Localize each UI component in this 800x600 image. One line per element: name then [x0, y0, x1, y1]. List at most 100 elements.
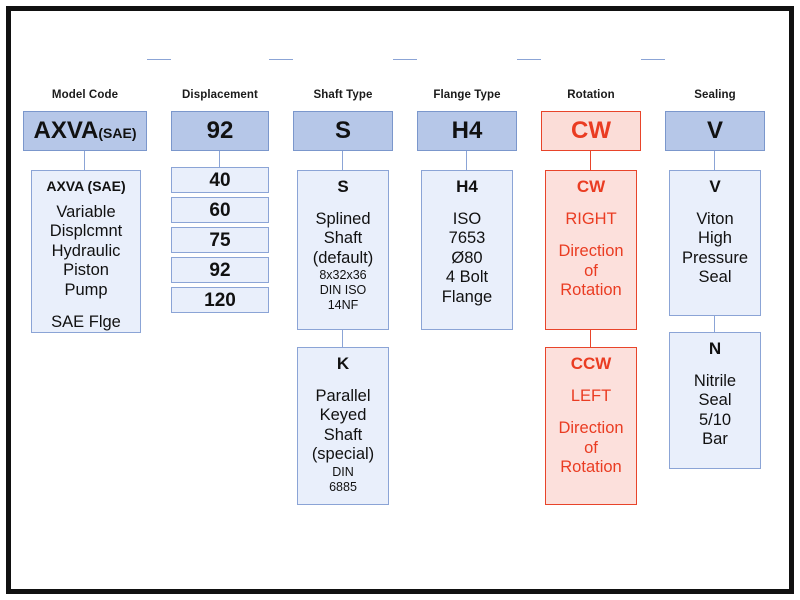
connector-displacement-down [219, 151, 221, 167]
column-title-displacement: Displacement [182, 89, 258, 101]
option-desc-sealing-v-line-4: Seal [698, 268, 732, 287]
selected-model-code: AXVA [33, 117, 99, 144]
option-desc-rotation-cw-line-3: Rotation [560, 281, 622, 300]
option-desc-shaft-s-line-2: Shaft [323, 229, 363, 248]
header-box-displacement[interactable]: 92 [171, 111, 269, 151]
selected-model-code-suffix: (SAE) [98, 125, 137, 141]
connector-modelcode-displacement [147, 59, 171, 61]
option-desc-rotation-ccw-line-2: of [584, 438, 598, 457]
option-box-displacement-92[interactable]: 92 [171, 257, 269, 283]
option-code-displacement-40: 40 [209, 169, 231, 191]
option-desc-axva-line-2: Displcmnt [49, 222, 123, 241]
option-box-displacement-60[interactable]: 60 [171, 197, 269, 223]
column-title-model-code: Model Code [51, 89, 119, 101]
selected-sealing: V [706, 117, 723, 144]
selected-flange-type: H4 [451, 117, 483, 144]
header-box-rotation[interactable]: CW [541, 111, 641, 151]
option-desc-sealing-v-line-2: High [698, 229, 732, 248]
option-code-rotation-cw: CW [576, 177, 606, 196]
connector-sealing-v-to-n [714, 316, 716, 332]
option-code-shaft-s: S [337, 177, 349, 196]
option-code-flange-h4: H4 [456, 177, 478, 196]
option-desc-axva-line-1: Variable [56, 203, 116, 221]
header-box-sealing[interactable]: V [665, 111, 765, 151]
selected-shaft-type: S [334, 117, 351, 144]
header-box-flange-type[interactable]: H4 [417, 111, 517, 151]
option-desc-sealing-v-line-3: Pressure [681, 248, 749, 267]
option-desc-shaft-k-line-4: (special) [311, 445, 375, 464]
connector-sealing-down [714, 151, 716, 170]
option-desc-sealing-n-line-3: 5/10 [698, 410, 732, 429]
connector-shaft-down [342, 151, 344, 170]
option-spec-shaft-s-line-3: 14NF [327, 298, 359, 313]
option-box-flange-h4[interactable]: H4 ISO 7653 Ø80 4 Bolt Flange [421, 170, 513, 330]
option-desc-axva-line-3: Hydraulic [51, 241, 121, 260]
connector-rotation-sealing [641, 59, 665, 61]
option-code-shaft-k: K [336, 354, 350, 373]
option-desc-flange-h4-line-2: 7653 [448, 229, 486, 248]
option-desc-shaft-k-line-2: Keyed [319, 406, 367, 425]
option-spec-shaft-k-line-2: 6885 [329, 479, 357, 494]
option-box-shaft-s[interactable]: S Splined Shaft (default) 8x32x36 DIN IS… [297, 170, 389, 330]
option-desc-rotation-cw-side: RIGHT [565, 209, 617, 228]
option-code-axva: AXVA (SAE) [46, 178, 126, 194]
option-code-displacement-92: 92 [209, 259, 231, 281]
option-box-rotation-ccw[interactable]: CCW LEFT Direction of Rotation [545, 347, 637, 505]
column-title-shaft-type: Shaft Type [313, 89, 373, 101]
option-box-sealing-v[interactable]: V Viton High Pressure Seal [669, 170, 761, 316]
connector-flange-down [466, 151, 468, 170]
connector-displacement-shaft [269, 59, 293, 61]
option-desc-shaft-s-line-3: (default) [312, 248, 374, 267]
option-desc-sealing-n-line-2: Seal [698, 391, 732, 410]
selected-rotation: CW [571, 117, 611, 144]
option-box-displacement-75[interactable]: 75 [171, 227, 269, 253]
option-desc-flange-h4-line-1: ISO [452, 209, 482, 228]
header-box-shaft-type[interactable]: S [293, 111, 393, 151]
connector-shaft-s-to-k [342, 330, 344, 347]
option-desc-rotation-ccw-line-3: Rotation [560, 458, 622, 477]
option-box-displacement-120[interactable]: 120 [171, 287, 269, 313]
option-desc-rotation-ccw-line-1: Direction [558, 419, 624, 438]
connector-flange-rotation [517, 59, 541, 61]
option-desc-shaft-k-line-1: Parallel [315, 386, 371, 405]
option-code-sealing-n: N [708, 339, 722, 358]
diagram-canvas: Model Code AXVA(SAE) AXVA (SAE) Variable… [11, 11, 789, 589]
option-desc-flange-h4-line-5: Flange [441, 287, 493, 306]
column-title-flange-type: Flange Type [433, 89, 501, 101]
option-desc-shaft-s-line-1: Splined [315, 209, 371, 228]
option-spec-shaft-s-line-1: 8x32x36 [319, 268, 367, 283]
option-code-displacement-75: 75 [209, 229, 231, 251]
column-title-sealing: Sealing [694, 89, 736, 101]
option-desc-shaft-k-line-3: Shaft [323, 425, 363, 444]
connector-rotation-down [590, 151, 592, 170]
option-desc-axva-line-5: Pump [64, 280, 108, 299]
option-desc-sealing-n-line-4: Bar [702, 430, 728, 449]
option-desc-axva-line-4: Piston [63, 261, 109, 280]
option-code-displacement-120: 120 [204, 289, 236, 311]
option-desc-axva-footer: SAE Flge [51, 313, 121, 332]
option-box-displacement-40[interactable]: 40 [171, 167, 269, 193]
option-desc-sealing-n-line-1: Nitrile [693, 371, 737, 390]
connector-shaft-flange [393, 59, 417, 61]
option-spec-shaft-s-line-2: DIN ISO [319, 283, 367, 298]
option-desc-rotation-ccw-side: LEFT [570, 386, 612, 405]
option-code-sealing-v: V [709, 177, 721, 196]
connector-rotation-cw-to-ccw [590, 330, 592, 347]
option-box-shaft-k[interactable]: K Parallel Keyed Shaft (special) DIN 688… [297, 347, 389, 505]
option-desc-flange-h4-line-3: Ø80 [451, 248, 483, 267]
connector-model-code-down [84, 151, 86, 170]
option-box-model-code-axva[interactable]: AXVA (SAE) Variable Displcmnt Hydraulic … [31, 170, 141, 333]
option-box-sealing-n[interactable]: N Nitrile Seal 5/10 Bar [669, 332, 761, 469]
option-code-displacement-60: 60 [209, 199, 231, 221]
header-box-model-code[interactable]: AXVA(SAE) [23, 111, 147, 151]
column-title-rotation: Rotation [567, 89, 615, 101]
option-desc-flange-h4-line-4: 4 Bolt [445, 268, 489, 287]
option-desc-sealing-v-line-1: Viton [696, 209, 734, 228]
option-code-rotation-ccw: CCW [570, 354, 612, 373]
diagram-frame: Model Code AXVA(SAE) AXVA (SAE) Variable… [6, 6, 794, 594]
option-box-rotation-cw[interactable]: CW RIGHT Direction of Rotation [545, 170, 637, 330]
option-desc-rotation-cw-line-1: Direction [558, 242, 624, 261]
option-spec-shaft-k-line-1: DIN [332, 464, 354, 479]
selected-displacement: 92 [206, 117, 234, 144]
option-desc-rotation-cw-line-2: of [584, 261, 598, 280]
